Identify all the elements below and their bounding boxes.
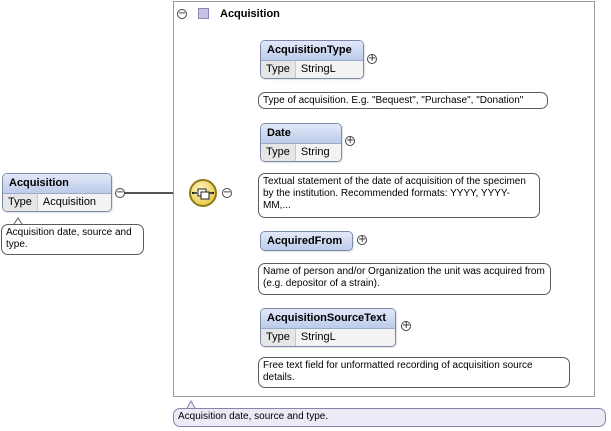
child-expand-toggle-date[interactable]: + (345, 135, 355, 146)
child-doc-text: Name of person and/or Organization the u… (263, 266, 545, 289)
type-label: Type (261, 61, 296, 78)
child-node-date[interactable]: Date Type String (260, 123, 342, 162)
pointer-group (186, 399, 196, 409)
type-value: StringL (295, 329, 395, 346)
group-doc-text: Acquisition date, source and type. (178, 411, 329, 422)
root-element-name: Acquisition (3, 174, 111, 194)
child-doc-acquisition-source-text: Free text field for unformatted recordin… (258, 357, 570, 388)
child-name: AcquiredFrom (261, 232, 352, 250)
child-node-acquired-from[interactable]: AcquiredFrom (260, 231, 353, 251)
type-label: Type (261, 144, 296, 161)
child-node-acquisition-source-text[interactable]: AcquisitionSourceText Type StringL (260, 308, 396, 347)
root-element-node[interactable]: Acquisition Type Acquisition (2, 173, 112, 212)
model-group-icon (198, 8, 209, 19)
child-doc-text: Type of acquisition. E.g. "Bequest", "Pu… (263, 95, 524, 106)
child-name: AcquisitionType (261, 41, 363, 61)
group-collapse-toggle[interactable]: − (177, 8, 187, 19)
child-doc-date: Textual statement of the date of acquisi… (258, 173, 540, 218)
child-doc-acquired-from: Name of person and/or Organization the u… (258, 263, 551, 295)
type-label: Type (3, 194, 38, 211)
sequence-compositor-icon[interactable] (189, 179, 217, 207)
type-value: Acquisition (37, 194, 111, 211)
type-value: StringL (295, 61, 363, 78)
type-value: String (295, 144, 341, 161)
root-doc-text: Acquisition date, source and type. (6, 227, 132, 250)
child-doc-acquisition-type: Type of acquisition. E.g. "Bequest", "Pu… (258, 92, 548, 109)
group-documentation: Acquisition date, source and type. (173, 408, 606, 427)
compositor-collapse-toggle[interactable]: − (222, 187, 232, 198)
child-name: AcquisitionSourceText (261, 309, 395, 329)
group-title: Acquisition (220, 8, 280, 20)
child-name: Date (261, 124, 341, 144)
child-type-row: Type StringL (261, 329, 395, 346)
type-label: Type (261, 329, 296, 346)
child-doc-text: Textual statement of the date of acquisi… (263, 176, 526, 211)
root-documentation: Acquisition date, source and type. (1, 224, 144, 255)
child-expand-toggle-acquisition-source-text[interactable]: + (401, 320, 411, 331)
child-type-row: Type StringL (261, 61, 363, 78)
child-expand-toggle-acquired-from[interactable]: + (357, 234, 367, 245)
root-element-type-row: Type Acquisition (3, 194, 111, 211)
child-node-acquisition-type[interactable]: AcquisitionType Type StringL (260, 40, 364, 79)
sequence-glyph (192, 188, 214, 200)
root-collapse-toggle[interactable]: − (115, 187, 125, 198)
child-expand-toggle-acquisition-type[interactable]: + (367, 53, 377, 64)
child-type-row: Type String (261, 144, 341, 161)
child-doc-text: Free text field for unformatted recordin… (263, 360, 533, 383)
pointer-root (13, 217, 23, 225)
